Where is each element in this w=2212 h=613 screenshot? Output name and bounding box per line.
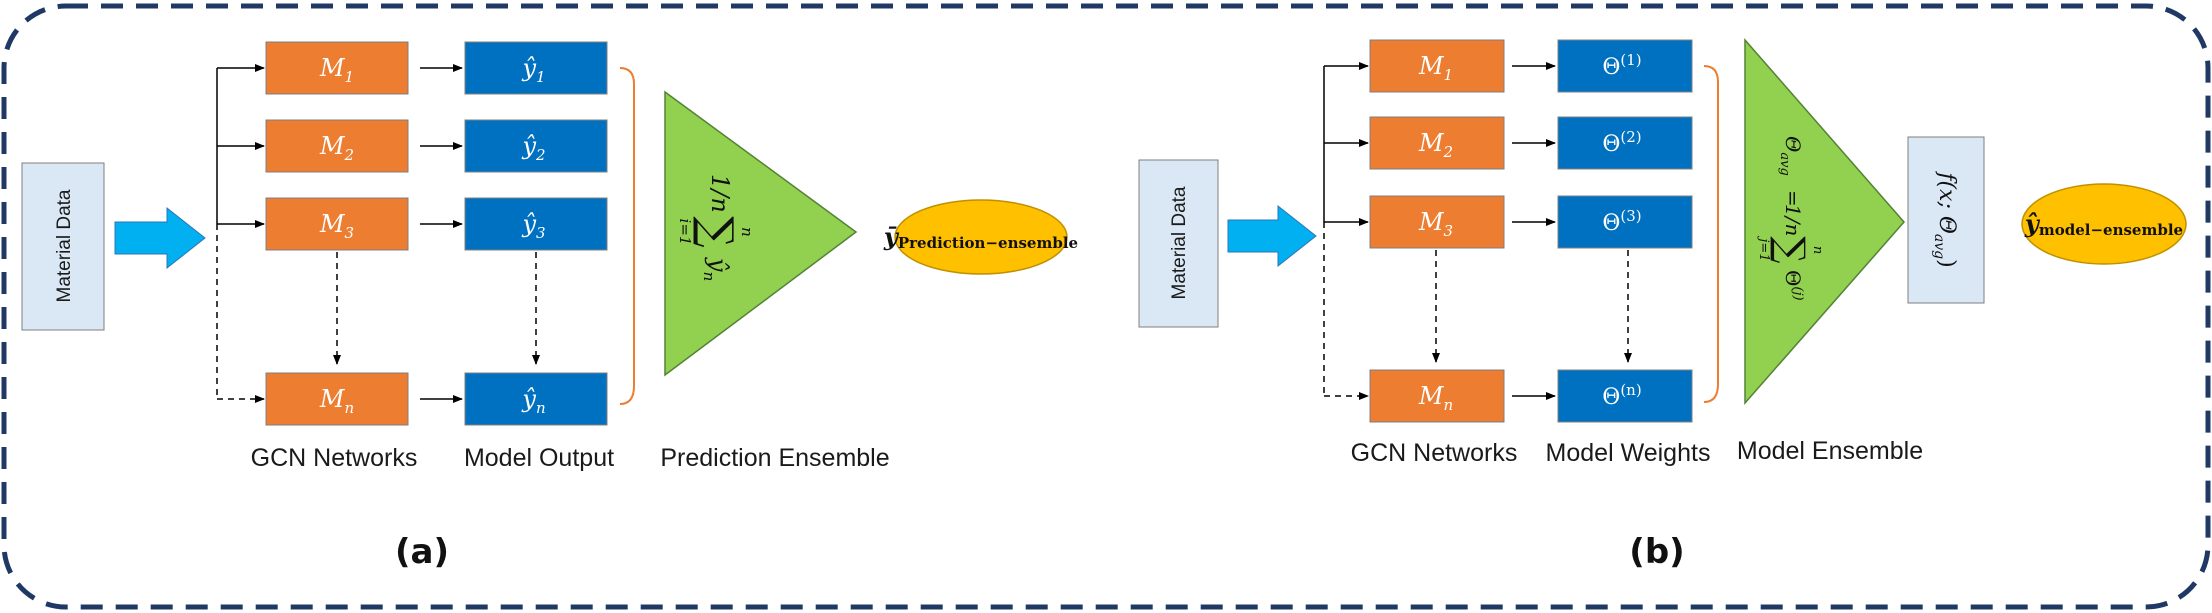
model-to-weight-arrows [1432,62,1632,400]
model-to-output-arrows [333,64,540,403]
output-box-3: ŷ3 [464,197,608,251]
svg-text:=: = [1781,190,1805,207]
model-box-1: M1 [1369,39,1505,93]
svg-text:∑: ∑ [1769,236,1813,263]
svg-text:1/n: 1/n [1781,204,1805,236]
svg-text:Θ(n): Θ(n) [1602,381,1641,410]
model-box-3: M3 [1369,195,1505,249]
weight-bracket [1703,65,1719,403]
caption-model-weights: Model Weights [1546,439,1711,467]
dashed-frame [1,3,2211,610]
function-label: f(x; Θavg) [1931,170,1959,267]
output-box-n: ŷn [464,372,608,426]
material-data-label: Material Data [1169,186,1190,299]
svg-text:ŷ2: ŷ2 [521,132,545,164]
svg-text:M3: M3 [319,210,354,242]
svg-text:1/n: 1/n [706,174,734,213]
svg-text:i=1: i=1 [676,219,694,246]
model-box-2: M2 [265,119,409,173]
svg-text:M1: M1 [319,54,354,86]
model-box-n: Mn [1369,369,1505,423]
material-data-label: Material Data [54,189,75,302]
panel-b: Material Data M1 M2 M3 Mn [1138,38,2187,572]
svg-text:Θ(3): Θ(3) [1602,207,1641,236]
weight-box-2: Θ(2) [1557,116,1693,170]
svg-text:Θ(j): Θ(j) [1781,270,1805,301]
model-ensemble-result [2021,183,2187,265]
caption-prediction-ensemble: Prediction Ensemble [660,444,889,472]
panel-label-b: (b) [1629,532,1684,572]
input-arrow [114,206,206,270]
svg-text:ŷ1: ŷ1 [521,54,545,86]
svg-text:Θavg: Θavg [1777,136,1805,176]
output-box-2: ŷ2 [464,119,608,173]
svg-text:Θ(2): Θ(2) [1602,128,1641,157]
panel-a: Material Data M1 M2 M3 Mn [21,41,1078,572]
model-ensemble-formula: Θavg = 1/n ∑ n j=1 Θ(j) [1756,136,1825,301]
svg-text:j=1: j=1 [1756,235,1771,261]
svg-text:ŷn: ŷn [700,257,732,281]
svg-text:∑: ∑ [691,216,742,247]
model-box-3: M3 [265,197,409,251]
model-box-2: M2 [1369,116,1505,170]
prediction-ensemble-result [894,199,1068,275]
prediction-ensemble-result-label: ȳPrediction−ensemble [883,222,1078,252]
branch-lines [1323,62,1369,400]
panel-label-a: (a) [395,532,449,572]
model-ensemble-result-label: ŷmodel−ensemble [2024,209,2183,239]
caption-model-output: Model Output [464,444,614,472]
svg-text:ŷn: ŷn [521,385,545,417]
svg-text:n: n [1810,246,1825,254]
function-box [1907,136,1985,304]
input-arrow [1227,204,1317,268]
caption-gcn-networks: GCN Networks [251,444,418,472]
svg-text:Mn: Mn [319,385,354,417]
prediction-ensemble-formula: 1/n ∑ n i=1 ŷn [676,174,756,281]
caption-model-ensemble: Model Ensemble [1737,437,1923,465]
svg-text:M1: M1 [1418,52,1453,84]
svg-text:ŷ3: ŷ3 [521,210,545,242]
svg-text:M3: M3 [1418,208,1453,240]
prediction-ensemble-triangle [664,90,858,377]
weight-box-n: Θ(n) [1557,369,1693,423]
material-data-box [21,162,105,331]
weight-box-1: Θ(1) [1557,39,1693,93]
model-box-1: M1 [265,41,409,95]
output-box-1: ŷ1 [464,41,608,95]
svg-text:n: n [738,227,756,237]
material-data-box [1138,159,1219,328]
weight-box-3: Θ(3) [1557,195,1693,249]
model-ensemble-triangle [1744,38,1905,405]
caption-gcn-networks: GCN Networks [1351,439,1518,467]
svg-text:M2: M2 [319,132,354,164]
svg-text:Mn: Mn [1418,382,1453,414]
output-bracket [619,67,635,405]
svg-text:M2: M2 [1418,129,1453,161]
branch-lines [216,64,265,403]
svg-text:Θ(1): Θ(1) [1602,51,1641,80]
model-box-n: Mn [265,372,409,426]
